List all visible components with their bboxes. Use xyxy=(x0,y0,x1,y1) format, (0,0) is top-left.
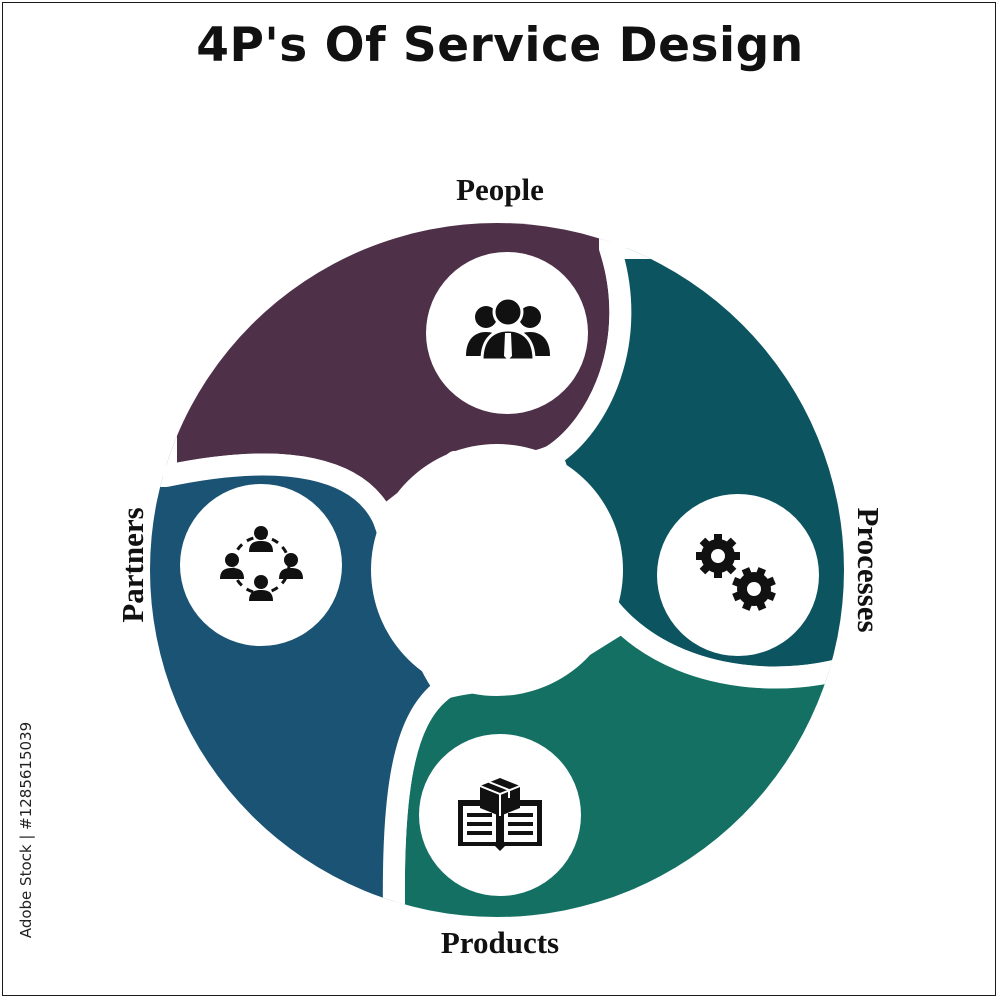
partners-network-icon xyxy=(220,526,303,601)
icon-disc-partners xyxy=(180,484,342,646)
diagram-title: 4P's Of Service Design xyxy=(196,18,804,73)
label-products: Products xyxy=(440,925,560,960)
icon-disc-processes xyxy=(657,494,819,656)
center-hub xyxy=(371,444,623,696)
label-people: People xyxy=(456,172,544,207)
gears-icon xyxy=(696,534,776,611)
people-group-icon xyxy=(466,296,550,362)
product-catalog-icon xyxy=(458,778,542,851)
